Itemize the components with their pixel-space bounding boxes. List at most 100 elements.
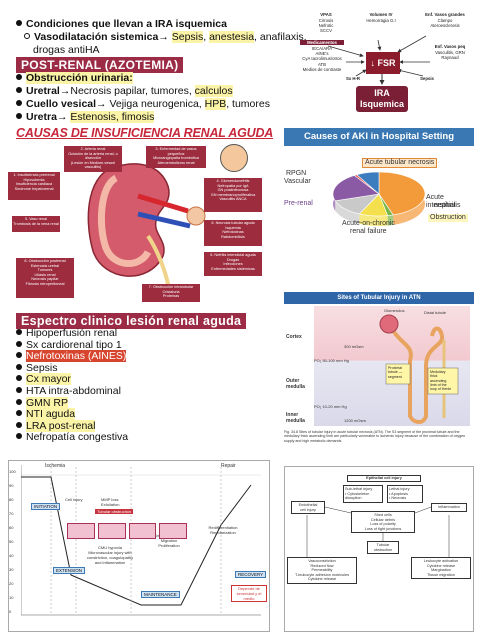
nephron-drawing [379,314,459,424]
bullet-dot-icon [16,363,22,370]
atn-title: Sites of Tubular Injury in ATN [284,292,474,304]
vasoconstriction-box: Vasoconstriction Reduced flow Permeabili… [287,557,357,584]
bullet-dot-icon [16,421,22,428]
extension-label: EXTENSION [53,567,86,574]
causa-box-intratubular: 7. Obstrucción intratubular Cristaluria … [142,284,200,302]
pie-slice [378,171,426,216]
causa-box-arteria: 2. Arteria renal Oclusión de la arteria … [64,146,122,172]
bullet-dot-icon [16,329,22,335]
bullet-ring-icon [24,33,30,39]
epithelial-arrows [306,506,450,557]
glomerulus-label: Glomerulus [384,308,405,313]
osm-300: 300 mOsm [344,344,364,349]
bullet-dot-icon [16,340,22,347]
cell-figure [128,523,157,539]
leukocyte-box: Leukocyte activation Cytokine release Ma… [411,557,471,580]
bullet-dot-icon [16,433,22,440]
lethal-box: Lethal injury • Apoptosis • Necrosis [387,485,423,503]
item-cuello-vesical: Cuello vesical→ Vejiga neurogenica, HPB,… [16,98,270,110]
ira-isquemica-box: IRA Isquemica [356,86,408,112]
atn-panel: Sites of Tubular Injury in ATN Cortex Ou… [284,292,474,454]
cortex-label: Cortex [286,334,302,340]
bullet-dot-icon [16,375,22,382]
volumen-items: Hemorragia G.I [366,18,396,23]
espectro-item: Cx mayor [16,373,216,386]
severity-note: Depende de severidad y el medio [231,585,267,602]
cmu-label: CMU hypoxia Microvascular injury with co… [86,545,134,565]
espectro-item: LRA post-renal [16,419,216,433]
espectro-item: GMN RP [16,396,216,410]
pie-slice [332,175,380,202]
proximal-tubule-label: Proximal tubule — segment [388,366,403,379]
bullet-dot-icon [16,100,22,106]
phases-curve [21,465,261,616]
medicamentos-label: Medicamentos [300,40,344,46]
pie-slice-side [335,200,360,224]
repair-label: Repair [221,463,236,469]
cell-figure [97,523,126,539]
epithelial-panel: Epithelial cell injury Sub-lethal injury… [284,466,474,632]
endothelial-box: Endothelial cell injury [291,501,325,515]
po2-high: PO₂ 50-100 mm Hg [314,358,349,363]
top-line-1: Condiciones que llevan a IRA isquemica [16,18,227,30]
label-pre-renal: Pre-renal [284,200,313,207]
item-uretral: Uretral→Necrosis papilar, tumores, calcu… [16,85,233,97]
thick-limb-label: Medullary thick ascending limb of the lo… [430,370,452,392]
bullet-dot-icon [16,386,22,393]
espectro-item: Hipoperfusión renal [16,327,216,340]
cell-figure [67,523,95,539]
label-vascular: Vascular [284,178,311,185]
label-ain: Acute interstitial [426,194,456,209]
po2-low: PO₂ 10-20 mm Hg [314,404,347,409]
espectro-item: Nefrotoxinas (AINES) [16,350,216,363]
tubular-obstruction-box: Tubular obstruction [367,541,399,555]
inflammation-box: Inflammation [431,503,467,512]
espectro-item: Sx cardiorenal tipo 1 [16,339,216,352]
bullet-dot-icon [16,113,22,119]
volumen-label: Volumen IV [369,12,393,17]
bullet-dot-icon [16,352,22,359]
enf-peq-items: Vasculitis, GRN Raynaud [435,50,465,61]
label-rpgn: RPGN [286,170,307,177]
label-ckd-2: renal failure [350,228,387,235]
enf-peq-label: Enf. Vasos peq [434,44,466,49]
bullet-dot-icon [16,87,22,93]
causa-box-vasos-pequenos: 3. Enfermedad de vasos pequeños Microang… [146,146,206,168]
redif-label: Redifferentiation Repolarization [208,525,238,535]
espectro-item: HTA intra-abdominal [16,385,216,398]
pie-slice-side [387,214,394,226]
causa-box-postrenal: 8. Obstrucción postrenal Estenosis uretr… [16,258,74,298]
label-ain-2: nephritis [434,202,461,209]
phases-panel: 100 90 80 70 60 50 40 30 20 10 0 Ischemi… [8,460,270,632]
cell-figure [159,523,187,539]
tubular-obstruction-label: Tubular obstruction [95,509,134,514]
post-renal-header: POST-RENAL (AZOTEMIA) [16,57,184,73]
cartoon-face-icon [220,144,248,172]
distal-tubule-label: Distal tubule [424,310,447,315]
arrow-down-icon: ↓ [370,58,378,68]
vpas-items: Cirrosis Nefrotic SCCV [318,18,334,34]
causa-box-prerrenal: 1. Insuficiencia prerrenal Hipovolemia I… [8,172,60,200]
enf-vasos-items: Clampo Ateroesclerosis [430,18,460,29]
medicamentos-items: IECA/ARA AINE's CyA tacrolimus/otros ATB… [302,46,342,72]
ischemia-label: Ischemia [45,463,66,469]
atn-caption: Fig. 34.8 Sites of tubular injury in acu… [284,430,466,443]
sepsis-label: Sepsis [420,76,434,81]
espectro-item: NTI aguda [16,408,216,421]
outer-medulla-label: Outer medulla [286,378,305,390]
top-line-2: Vasodilatación sistemica→ Sepsis, aneste… [24,31,307,43]
inner-medulla-label: Inner medulla [286,412,305,424]
cell-injury-label: Cell injury [65,497,83,502]
shed-cells-box: Shed cells Cellular debris Loss of polar… [351,511,415,534]
osm-1200: 1200 mOsm [344,418,366,423]
espectro-list: Hipoperfusión renal Sx cardiorenal tipo … [16,327,216,444]
maintenance-label: MAINTENANCE [141,591,180,598]
recovery-label: RECOVERY [235,571,267,578]
pie-slice [356,171,380,195]
flow-arrows [327,35,430,85]
espectro-item: Nefropatía congestiva [16,432,216,444]
label-ckd: Acute-on-chronic [342,220,395,227]
bullet-dot-icon [16,398,22,405]
causa-box-glomerulonefritis: 4. Glomerulonefritis Nefropatía por IgA … [204,178,262,212]
espectro-item: Sepsis [16,362,216,375]
